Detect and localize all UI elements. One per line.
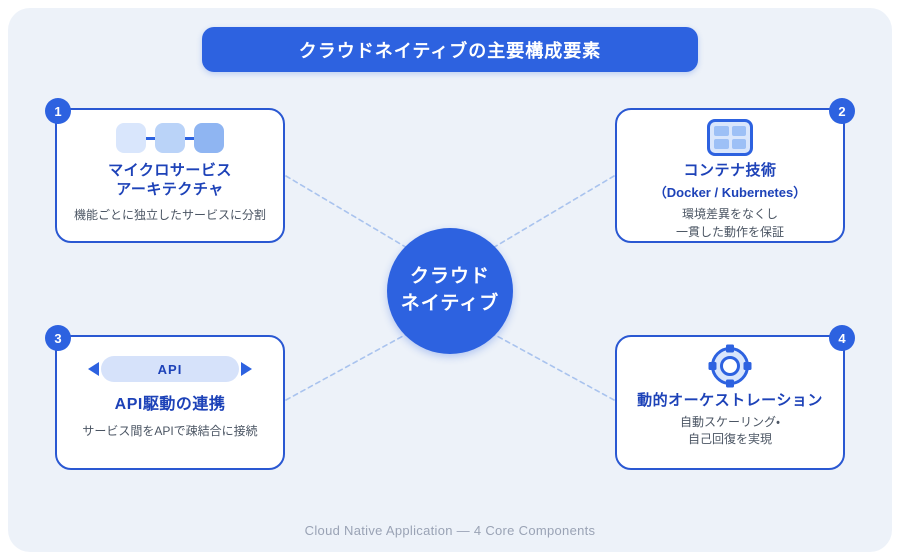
container-cell xyxy=(714,126,729,137)
api-arrows-icon: API xyxy=(88,356,252,382)
card-number-badge-2: 2 xyxy=(829,98,855,124)
service-block-icon xyxy=(116,123,146,153)
connector-bar xyxy=(146,136,155,140)
container-cell xyxy=(731,139,746,150)
container-cell xyxy=(731,126,746,137)
card-title: API駆動の連携 xyxy=(114,396,226,413)
service-block-icon xyxy=(155,123,185,153)
center-label-line1: クラウド xyxy=(409,266,490,288)
diagram-title: クラウドネイティブの主要構成要素 xyxy=(202,27,698,72)
arrow-left-icon xyxy=(88,362,99,376)
card-title: マイクロサービス アーキテクチャ xyxy=(108,162,232,198)
dashed-connector-bottom-left xyxy=(285,329,415,401)
center-label-line2: ネイティブ xyxy=(400,293,500,314)
arrow-right-icon xyxy=(241,362,252,376)
connector-bar xyxy=(185,136,194,140)
container-grid-icon xyxy=(707,119,753,157)
card-number-badge-4: 4 xyxy=(829,325,855,351)
card-subtitle: （Docker / Kubernetes） xyxy=(653,185,807,201)
card-title: 動的オーケストレーション xyxy=(637,392,823,409)
card-api-driven: 3 API API駆動の連携 サービス間をAPIで疎結合に接続 xyxy=(45,325,285,470)
microservices-icon xyxy=(116,123,224,153)
card-microservices: 1 マイクロサービス アーキテクチャ 機能ごとに独立したサービスに分割 xyxy=(45,98,285,243)
service-block-icon xyxy=(194,123,224,153)
card-description: サービス間をAPIで疎結合に接続 xyxy=(82,424,258,438)
card-description: 環境差異をなくし 一貫した動作を保証 xyxy=(675,207,784,239)
dashed-connector-top-right xyxy=(485,175,615,253)
footer-caption: Cloud Native Application — 4 Core Compon… xyxy=(304,523,596,538)
card-title: コンテナ技術 xyxy=(683,162,777,180)
card-description: 自動スケーリング・ 自己回復を実現 xyxy=(679,414,781,447)
api-pill-label: API xyxy=(101,356,239,382)
dashed-connector-bottom-right xyxy=(485,329,615,401)
card-number-badge-3: 3 xyxy=(45,325,71,351)
orchestration-helm-icon xyxy=(708,344,752,388)
container-cell xyxy=(714,139,729,150)
center-cloud-native-node: クラウド ネイティブ xyxy=(387,228,513,354)
card-description: 機能ごとに独立したサービスに分割 xyxy=(73,207,266,222)
card-container-technology: 2 コンテナ技術 （Docker / Kubernetes） 環境差異をなくし … xyxy=(615,98,855,243)
card-number-badge-1: 1 xyxy=(45,98,71,124)
card-orchestration: 4 動的オーケストレーション 自動スケーリング・ 自己回復を実現 xyxy=(615,325,855,470)
dashed-connector-top-left xyxy=(285,175,415,253)
